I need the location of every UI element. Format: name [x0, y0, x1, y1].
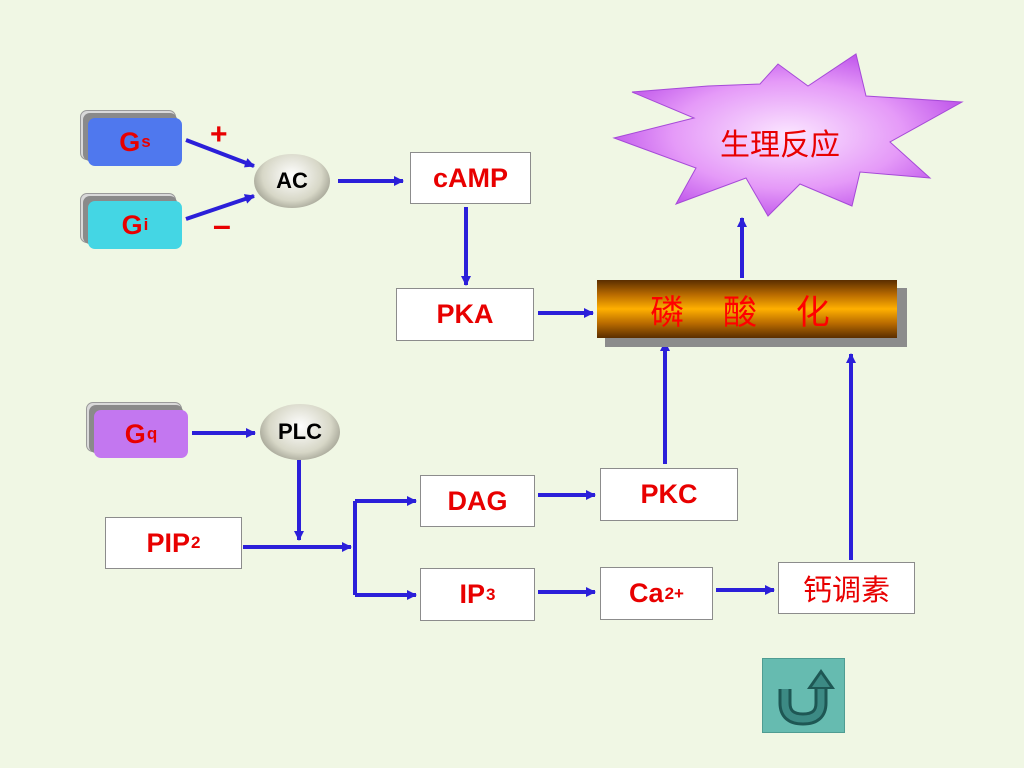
u-turn-return-icon — [778, 669, 835, 726]
response-label: 生理反应 — [720, 128, 840, 163]
pkc-node: PKC — [600, 468, 738, 521]
camp-node: cAMP — [410, 152, 531, 204]
plc-enzyme: PLC — [260, 404, 340, 460]
return-button[interactable] — [762, 658, 845, 733]
calmodulin-node: 钙调素 — [778, 562, 915, 614]
response-burst — [612, 53, 964, 217]
dag-node: DAG — [420, 475, 535, 527]
ac-enzyme: AC — [254, 154, 330, 208]
stimulate-sign: + — [210, 118, 228, 151]
phosphorylation-bar: 磷 酸 化 — [597, 280, 897, 338]
pka-node: PKA — [396, 288, 534, 341]
inhibit-sign: – — [213, 207, 231, 243]
arrow-gs-ac — [185, 138, 255, 168]
arrows — [185, 138, 856, 600]
arrow-gi-ac — [185, 194, 255, 221]
